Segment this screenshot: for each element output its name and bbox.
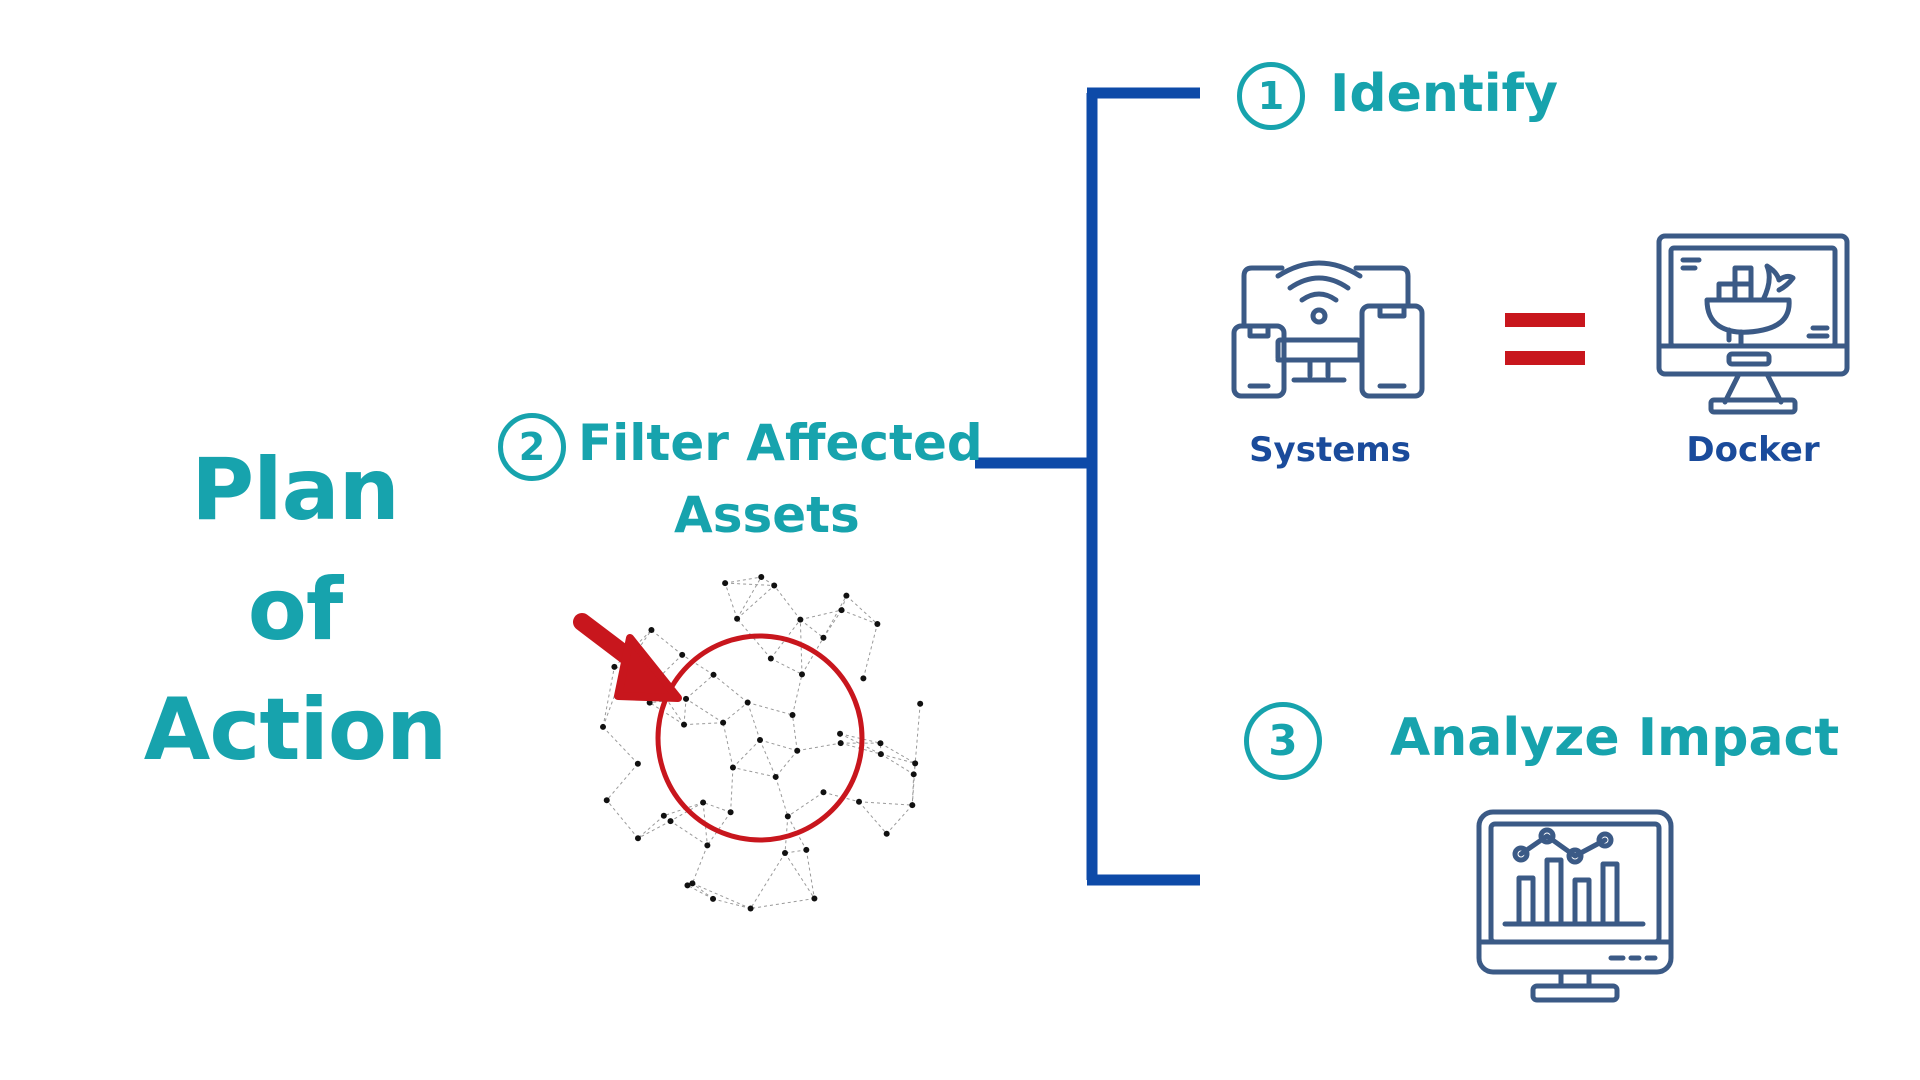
network-node [667,818,674,825]
network-node [820,789,827,796]
analytics-monitor-icon [1476,809,1674,1003]
network-node [912,760,919,767]
network-node [784,813,791,820]
step-1-label: Identify [1330,64,1559,124]
network-node [710,895,717,902]
network-node [856,798,863,805]
network-node [683,695,690,702]
network-node [917,700,924,707]
network-node [727,809,734,816]
network-node [874,620,881,627]
systems-caption: Systems [1249,430,1411,470]
equals-sign [1505,313,1585,365]
network-node [710,671,717,678]
network-node [744,699,751,706]
network-node [603,797,610,804]
network-node [679,651,686,658]
network-node [758,574,765,581]
docker-caption: Docker [1686,430,1820,470]
network-node [811,895,818,902]
network-node [797,616,804,623]
network-node [803,846,810,853]
red-arrow-icon [573,613,682,702]
network-node [910,771,917,778]
highlight-ring [655,633,865,843]
network-node [794,747,801,754]
network-node [646,699,653,706]
docker-monitor-icon [1656,233,1850,415]
network-node [720,719,727,726]
network-node [843,592,850,599]
network-node [634,760,641,767]
network-node [782,850,789,857]
step-2-number: 2 [498,413,566,481]
network-node [877,740,884,747]
network-node [772,773,779,780]
network-node [700,799,707,806]
network-node [747,905,754,912]
network-node [648,627,655,634]
network-node [660,812,667,819]
step-3-number: 3 [1244,702,1322,780]
step-2-label-line-2: Assets [674,486,860,544]
network-node [837,740,844,747]
network-node [860,675,867,682]
step-2-label: Filter Affected [578,414,983,472]
network-node [820,634,827,641]
network-node [798,671,805,678]
network-node [689,880,696,887]
network-node [729,764,736,771]
network-node [837,730,844,737]
network-node [757,737,763,743]
network-node [909,802,916,809]
network-node [634,835,641,842]
step-3-label: Analyze Impact [1390,708,1840,768]
page-title: Plan of Action [130,430,460,790]
title-line-1: Plan of [191,440,400,660]
network-node [838,607,845,614]
network-node [767,655,774,662]
network-node [883,830,890,837]
devices-wifi-icon [1231,260,1425,399]
network-node [722,580,729,587]
network-node [600,723,607,730]
network-node [771,582,778,589]
network-node [684,882,691,889]
network-node [877,751,884,758]
network-node [734,615,741,622]
network-node [611,663,618,670]
network-node [789,711,796,718]
network-node [681,721,688,728]
title-line-2: Action [143,680,447,780]
network-node [704,842,711,849]
step-1-number: 1 [1237,62,1305,130]
